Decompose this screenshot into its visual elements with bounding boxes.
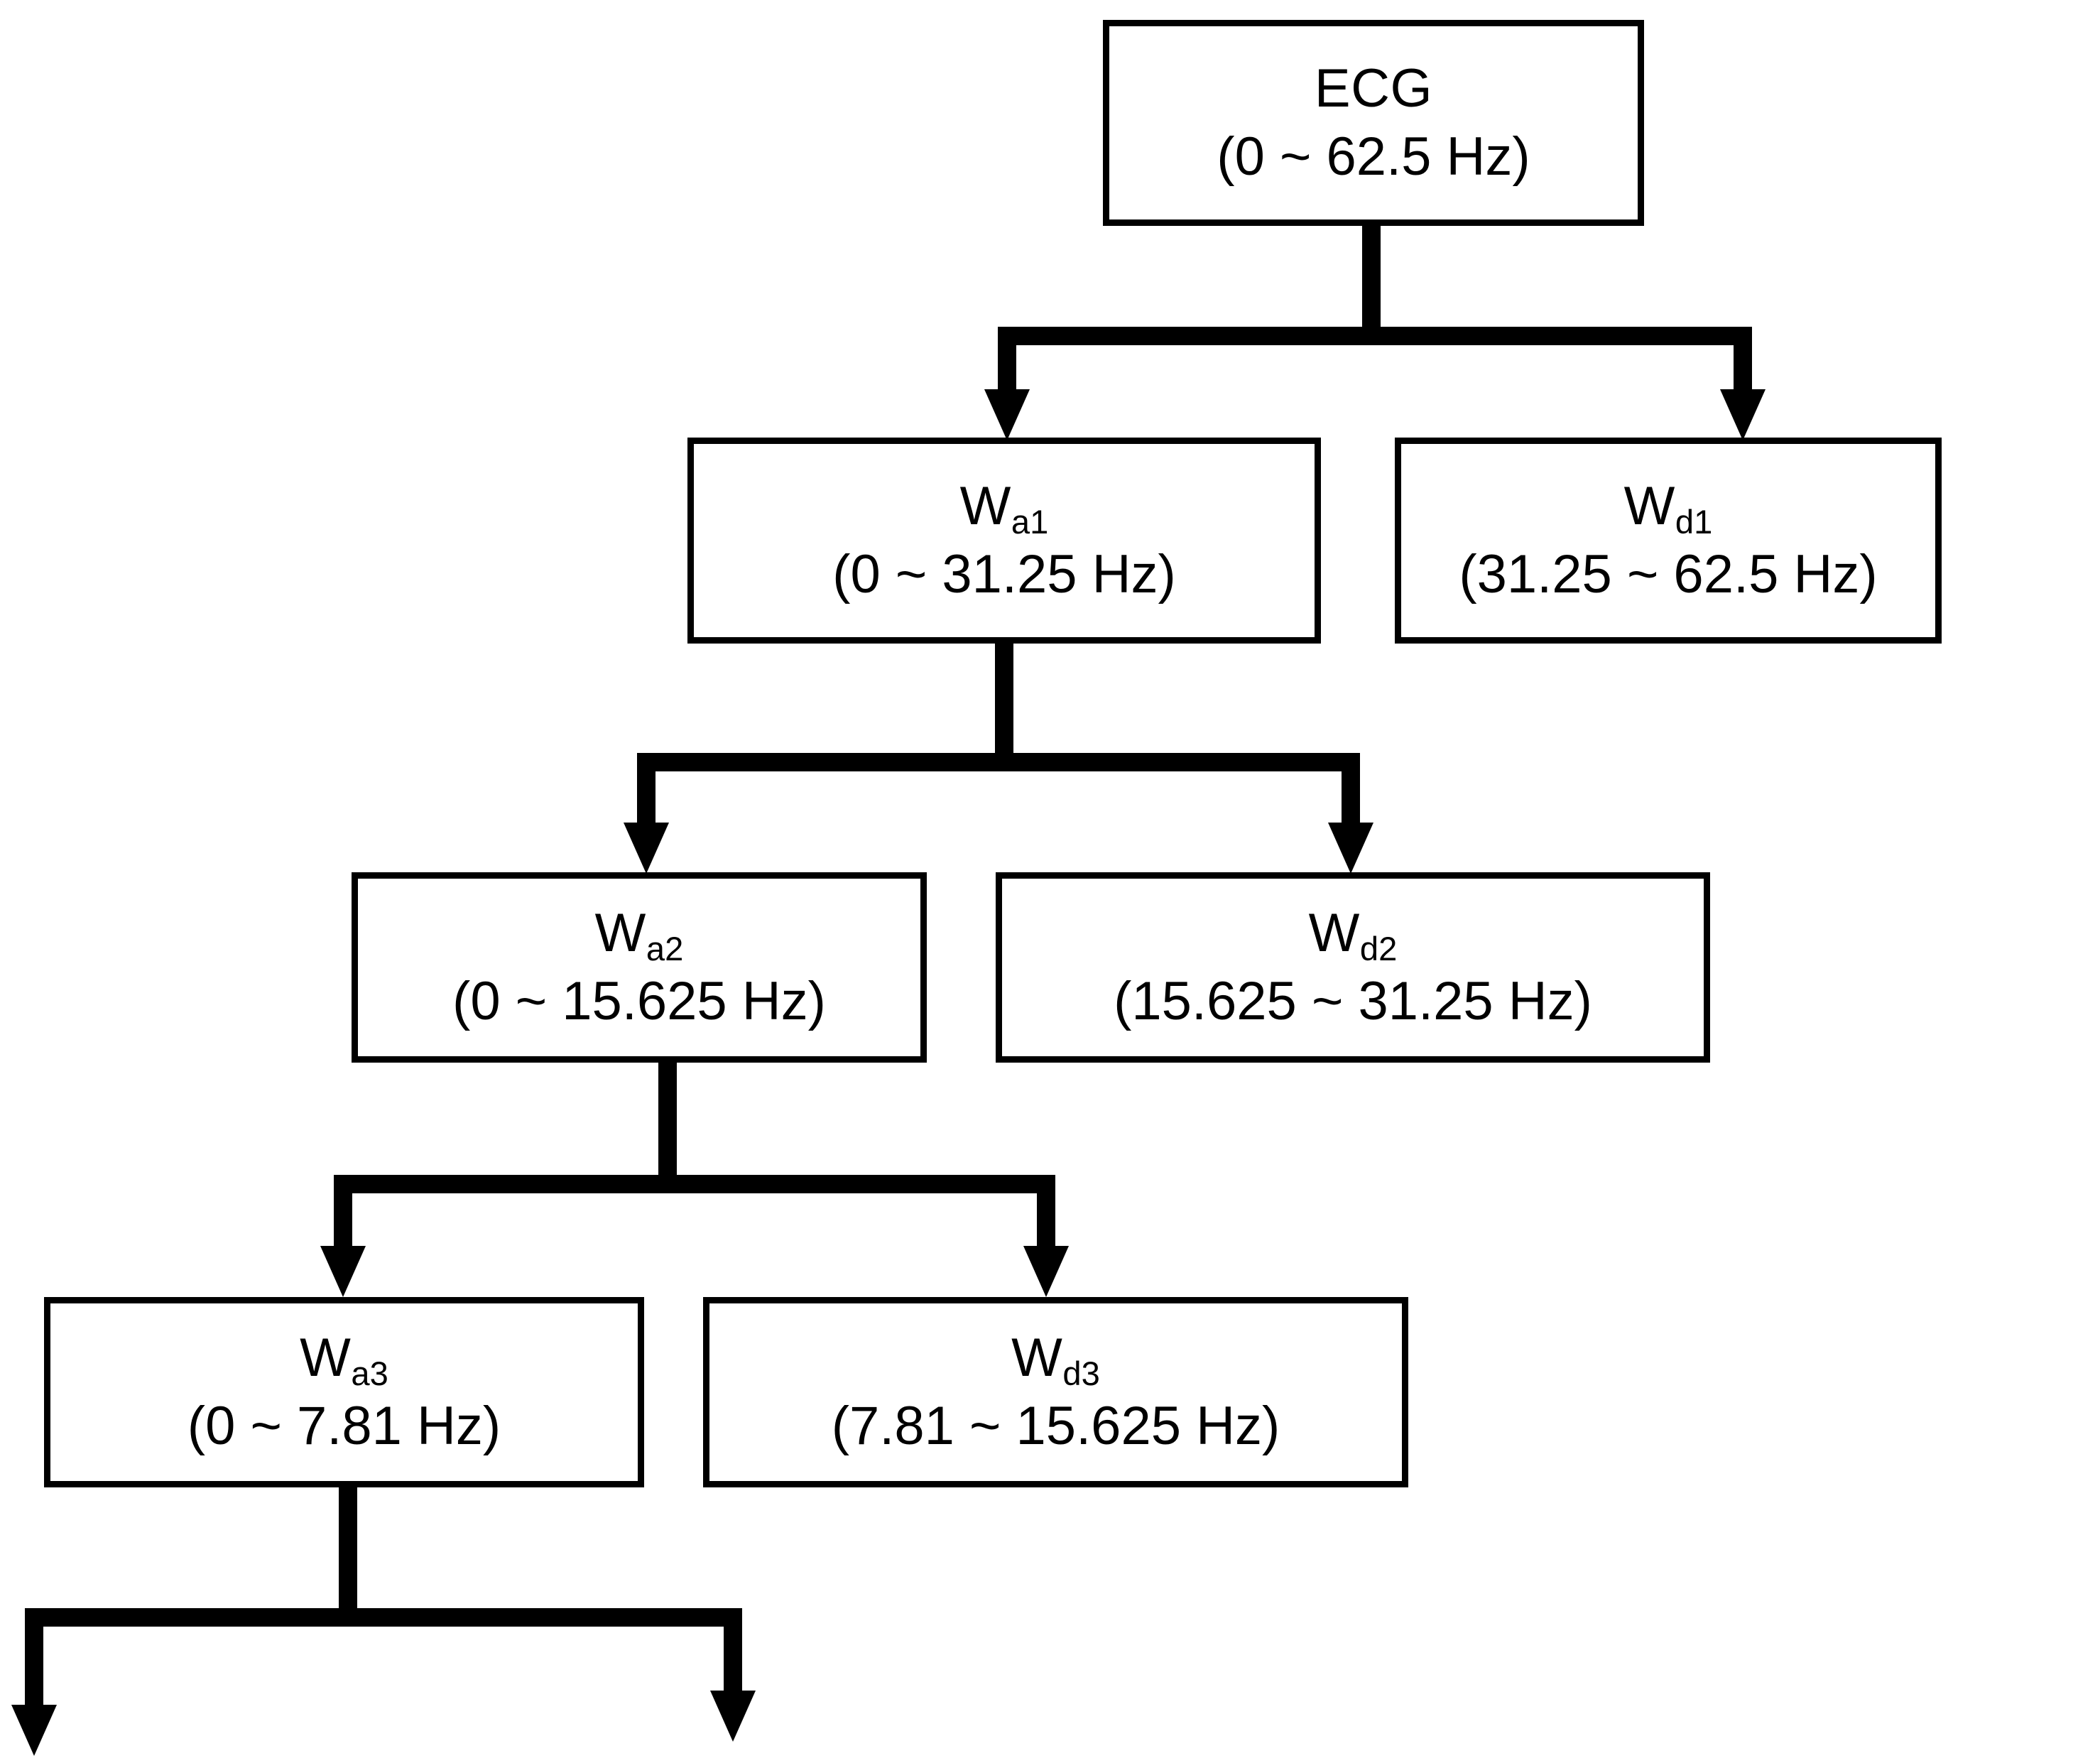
node-wd1-label: Wd1 (1623, 476, 1713, 541)
node-ecg: ECG (0 ~ 62.5 Hz) (1103, 20, 1644, 226)
edge-wa1-stem (995, 644, 1013, 757)
edge-ecg-to-wa1-drop (998, 327, 1016, 398)
edge-wa3-to-left-arrowhead (11, 1705, 57, 1756)
edge-wa2-to-wa3-arrowhead (320, 1246, 366, 1297)
edge-wa3-bus (25, 1608, 742, 1627)
edge-wa1-to-wa2-drop (637, 753, 655, 831)
edge-wa1-to-wd2-drop (1342, 753, 1360, 831)
node-ecg-label: ECG (1314, 58, 1433, 119)
node-wa1-label: Wa1 (959, 476, 1049, 541)
edge-wa1-to-wa2-arrowhead (624, 823, 669, 874)
node-wa3-label: Wa3 (300, 1328, 388, 1392)
node-wa3: Wa3 (0 ~ 7.81 Hz) (44, 1297, 644, 1487)
node-wd2-range: (15.625 ~ 31.25 Hz) (1114, 971, 1592, 1031)
node-wd3: Wd3 (7.81 ~ 15.625 Hz) (703, 1297, 1408, 1487)
node-wa2-label: Wa2 (594, 903, 684, 967)
edge-wa2-to-wa3-drop (334, 1175, 352, 1254)
edge-wa2-bus (334, 1175, 1055, 1193)
edge-wa1-bus (637, 753, 1360, 771)
edge-ecg-to-wd1-drop (1734, 327, 1752, 398)
edge-ecg-to-wa1-arrowhead (984, 389, 1030, 440)
edge-wa3-to-right-arrowhead (710, 1691, 756, 1742)
node-wd2-label: Wd2 (1308, 903, 1398, 967)
node-wa1-range: (0 ~ 31.25 Hz) (832, 544, 1176, 604)
node-wd1: Wd1 (31.25 ~ 62.5 Hz) (1395, 438, 1942, 644)
node-wa2: Wa2 (0 ~ 15.625 Hz) (352, 872, 927, 1063)
edge-wa3-to-left-drop (25, 1608, 43, 1713)
edge-ecg-to-wd1-arrowhead (1720, 389, 1766, 440)
edge-ecg-stem (1362, 226, 1381, 331)
edge-wa2-stem (658, 1063, 677, 1179)
edge-ecg-bus (998, 327, 1752, 345)
edge-wa3-to-right-drop (724, 1608, 742, 1699)
node-wd2: Wd2 (15.625 ~ 31.25 Hz) (996, 872, 1710, 1063)
node-wa2-range: (0 ~ 15.625 Hz) (452, 971, 826, 1031)
node-wd1-range: (31.25 ~ 62.5 Hz) (1459, 544, 1878, 604)
edge-wa3-stem (339, 1487, 357, 1612)
node-wa3-range: (0 ~ 7.81 Hz) (187, 1396, 501, 1456)
node-wa1: Wa1 (0 ~ 31.25 Hz) (687, 438, 1321, 644)
node-ecg-range: (0 ~ 62.5 Hz) (1217, 126, 1530, 187)
edge-wa2-to-wd3-arrowhead (1023, 1246, 1069, 1297)
edge-wa2-to-wd3-drop (1037, 1175, 1055, 1254)
edge-wa1-to-wd2-arrowhead (1328, 823, 1373, 874)
node-wd3-label: Wd3 (1011, 1328, 1100, 1392)
node-wd3-range: (7.81 ~ 15.625 Hz) (831, 1396, 1280, 1456)
